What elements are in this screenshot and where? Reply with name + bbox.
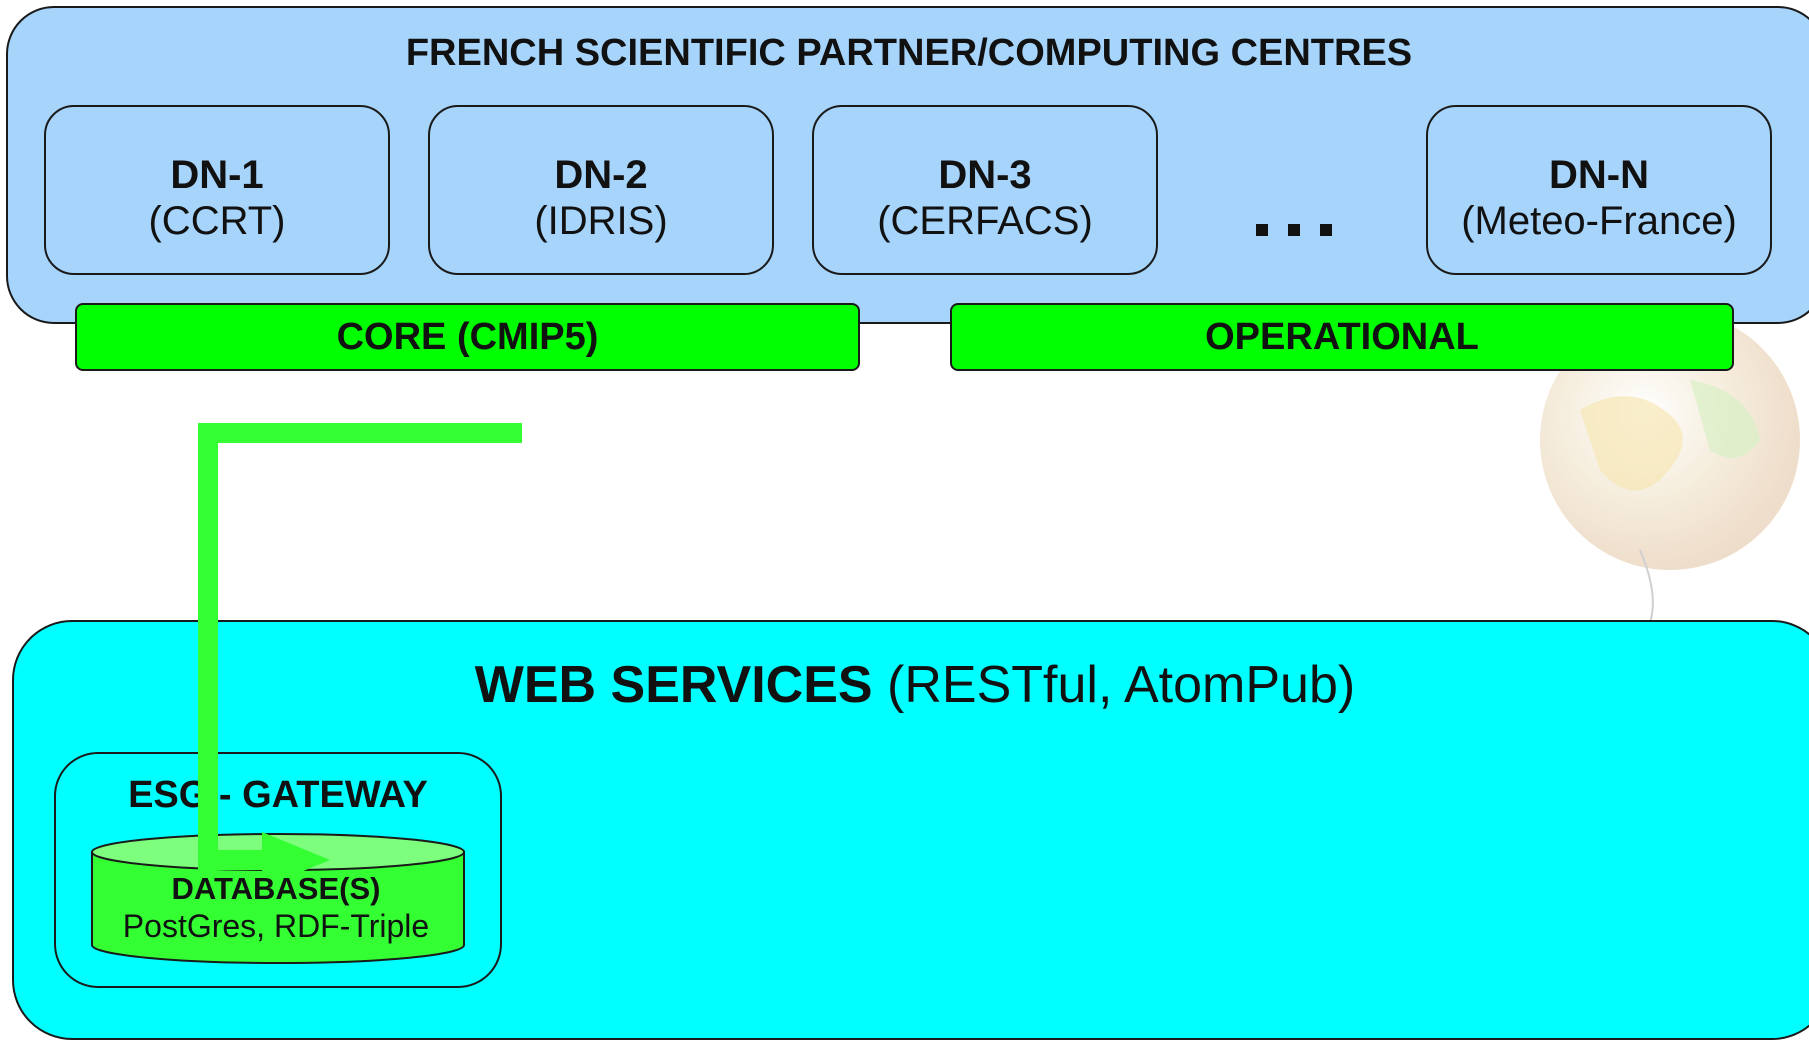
globe-watermark-icon	[1540, 320, 1800, 620]
database-subtitle: PostGres, RDF-Triple	[122, 908, 430, 944]
node-name: DN-2	[554, 153, 648, 197]
esg-gateway-label: ESG - GATEWAY	[128, 774, 428, 816]
node-site: (Meteo-France)	[1461, 199, 1737, 243]
web-services-title: WEB SERVICES (RESTful, AtomPub)	[12, 655, 1809, 715]
core-cmip5-bar: CORE (CMIP5)	[75, 303, 860, 371]
node-name: DN-3	[938, 153, 1032, 197]
web-services-title-bold: WEB SERVICES	[474, 656, 873, 714]
node-dn-n: DN-N (Meteo-France)	[1426, 105, 1772, 275]
node-name: DN-1	[170, 153, 264, 197]
nodes-ellipsis	[1246, 206, 1342, 236]
database-title: DATABASE(S)	[171, 871, 381, 906]
node-dn-2: DN-2 (IDRIS)	[428, 105, 774, 275]
node-dn-3: DN-3 (CERFACS)	[812, 105, 1158, 275]
node-site: (CERFACS)	[877, 199, 1093, 243]
diagram-overlay	[91, 423, 522, 964]
node-name: DN-N	[1549, 153, 1649, 197]
database-label: DATABASE(S) PostGres, RDF-Triple	[90, 872, 462, 946]
web-services-title-rest: (RESTful, AtomPub)	[872, 656, 1356, 714]
partner-centres-title: FRENCH SCIENTIFIC PARTNER/COMPUTING CENT…	[405, 32, 1413, 74]
node-dn-1: DN-1 (CCRT)	[44, 105, 390, 275]
operational-bar: OPERATIONAL	[950, 303, 1734, 371]
connector-arrow-icon	[198, 423, 522, 888]
node-site: (CCRT)	[148, 199, 286, 243]
node-site: (IDRIS)	[534, 199, 668, 243]
